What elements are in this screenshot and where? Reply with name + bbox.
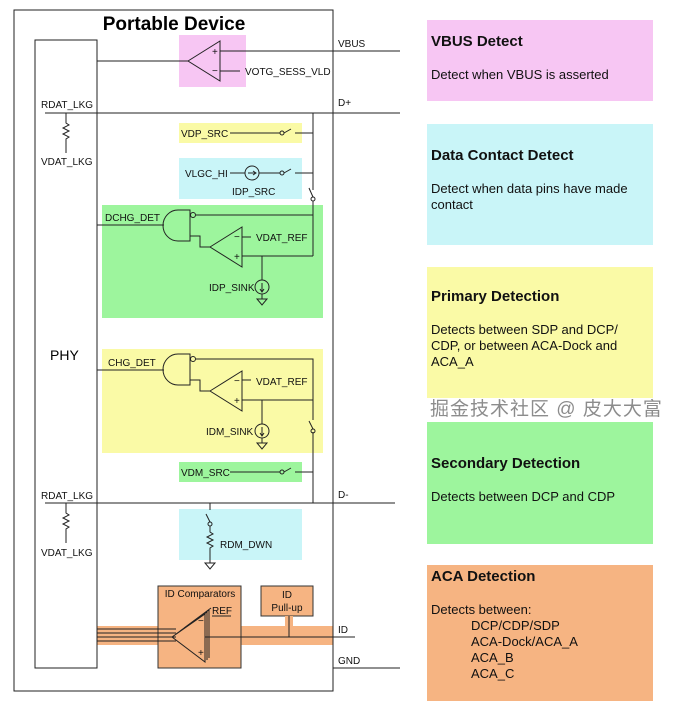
vbus-comparator-region (179, 35, 246, 87)
aca-item: ACA_C (471, 666, 515, 681)
idp-sink-label: IDP_SINK (209, 283, 255, 294)
panel-title: ACA Detection (431, 568, 536, 585)
current-source-icon (244, 165, 260, 181)
switch-icon (308, 420, 314, 430)
id-pullup-line2: Pull-up (271, 603, 303, 614)
rdat-lkg-bot: RDAT_LKG (41, 491, 93, 502)
panel-title: Secondary Detection (431, 455, 581, 472)
panel-title: Primary Detection (431, 288, 560, 305)
vbus-detect-panel: VBUS Detect Detect when VBUS is asserted (427, 20, 653, 101)
svg-text:+: + (234, 252, 240, 263)
dchg-det-label: DCHG_DET (105, 213, 160, 224)
vbus-comparator (187, 40, 221, 82)
id-pullup-box (260, 585, 314, 617)
rdm-dwn-label: RDM_DWN (220, 540, 272, 551)
svg-text:−: − (212, 66, 218, 77)
switch-icon (308, 187, 314, 198)
dminus-label: D- (338, 490, 349, 501)
panel-desc: Detect when VBUS is asserted (431, 67, 609, 82)
rdat-lkg-top: RDAT_LKG (41, 100, 93, 111)
switch-icon (207, 521, 213, 527)
vlgc-hi-label: VLGC_HI (185, 169, 228, 180)
portable-device-box (13, 9, 334, 692)
svg-text:−: − (234, 232, 240, 243)
comparator-icon (209, 226, 243, 268)
vdp-src-label: VDP_SRC (181, 129, 228, 140)
secondary-detection-panel: Secondary Detection Detects between DCP … (427, 422, 653, 544)
vdm-src-label: VDM_SRC (181, 468, 230, 479)
dplus-label: D+ (338, 98, 351, 109)
chg-det-label: CHG_DET (108, 358, 156, 369)
vdat-lkg-top: VDAT_LKG (41, 157, 93, 168)
svg-text:+: + (212, 47, 218, 58)
svg-text:+: + (198, 648, 204, 659)
chg-det-region (102, 349, 323, 453)
svg-text:−: − (198, 616, 204, 627)
votg-label: VOTG_SESS_VLD (245, 67, 331, 78)
phy-box (34, 39, 98, 669)
resistor-icon (61, 113, 71, 153)
ref-label: REF (212, 606, 232, 617)
id-comparators-label: ID Comparators (165, 589, 236, 600)
vdat-ref-2: VDAT_REF (256, 377, 308, 388)
and-gate-icon (162, 353, 191, 386)
and-gate-icon (162, 209, 191, 242)
svg-text:+: + (234, 396, 240, 407)
panel-title: VBUS Detect (431, 33, 523, 50)
aca-item: ACA_B (471, 650, 514, 665)
idp-src-region (179, 158, 302, 199)
svg-text:−: − (234, 376, 240, 387)
primary-detection-panel: Primary Detection Detects between SDP an… (427, 267, 653, 398)
dchg-det-region (102, 205, 323, 318)
id-pullup-line1: ID (282, 590, 292, 601)
idp-src-label: IDP_SRC (232, 187, 275, 198)
comparator-icon (209, 370, 243, 412)
resistor-icon (61, 503, 71, 543)
vdat-ref-1: VDAT_REF (256, 233, 308, 244)
id-label: ID (338, 625, 348, 636)
vbus-label: VBUS (338, 39, 366, 50)
gnd-label: GND (338, 656, 360, 667)
phy-label: PHY (50, 347, 79, 363)
diagram-title: Portable Device (103, 14, 246, 35)
switch-icon (279, 469, 285, 475)
idm-sink-label: IDM_SINK (206, 427, 254, 438)
id-comparator-icon (171, 607, 212, 664)
panel-desc: Detects between SDP and DCP/ CDP, or bet… (431, 322, 618, 369)
panel-desc: Detect when data pins have made contact (431, 181, 628, 212)
rdm-dwn-region (179, 509, 302, 560)
data-contact-detect-panel: Data Contact Detect Detect when data pin… (427, 124, 653, 245)
vdat-lkg-bot: VDAT_LKG (41, 548, 93, 559)
id-comparators-box (157, 585, 242, 669)
switch-icon (279, 130, 285, 136)
aca-item: ACA-Dock/ACA_A (471, 634, 578, 649)
aca-detection-panel: ACA Detection Detects between: DCP/CDP/S… (427, 565, 653, 701)
watermark: 掘金技术社区 @ 皮大大富 (430, 399, 663, 420)
panel-desc: Detects between: (431, 602, 532, 617)
panel-title: Data Contact Detect (431, 147, 574, 164)
panel-desc: Detects between DCP and CDP (431, 489, 616, 504)
aca-item: DCP/CDP/SDP (471, 618, 560, 633)
